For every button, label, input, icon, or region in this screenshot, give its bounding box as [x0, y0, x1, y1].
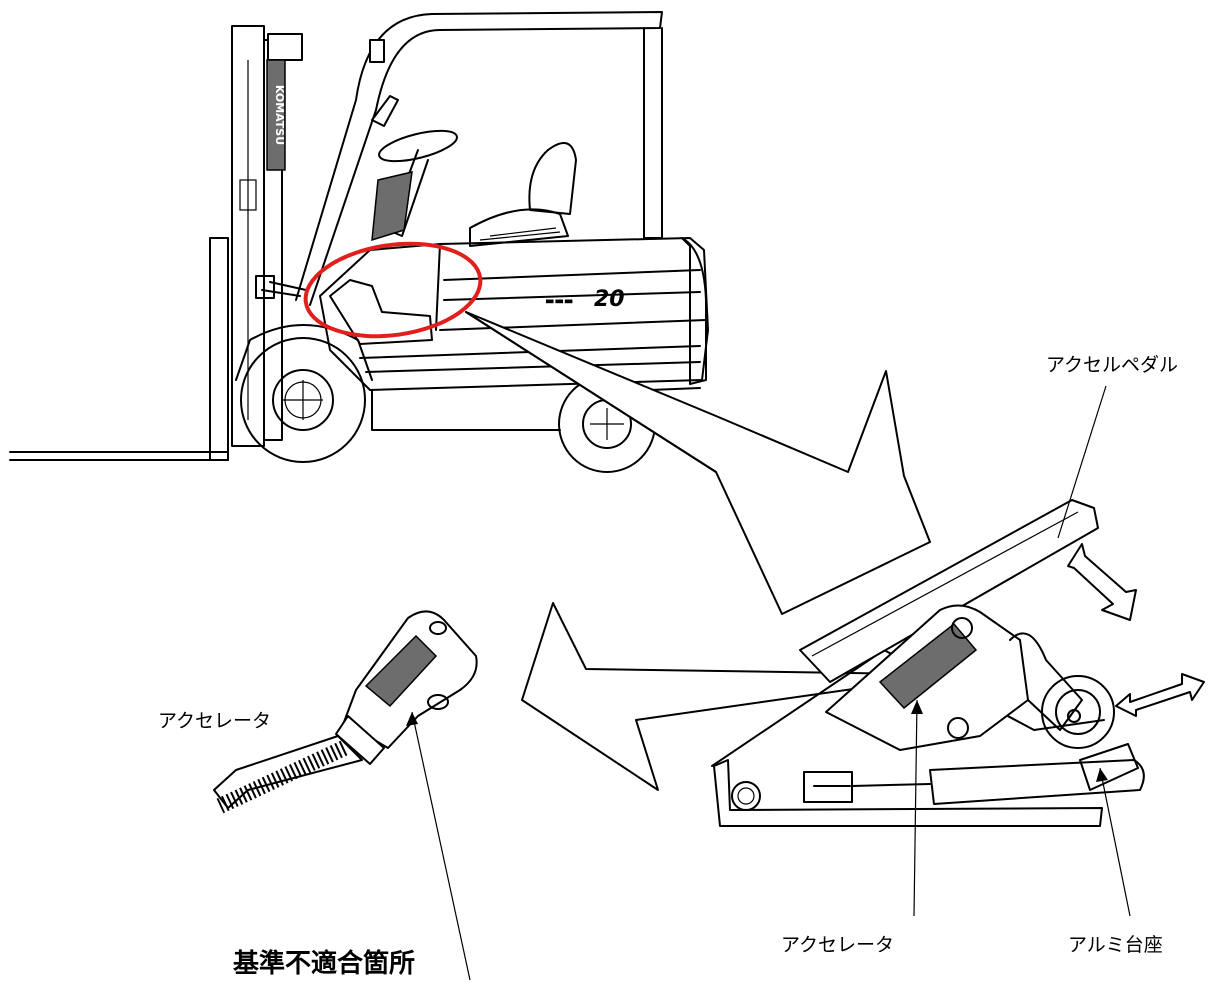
pedal-stop-block	[1079, 743, 1139, 791]
footwell	[329, 279, 433, 345]
fork-carriage	[209, 237, 229, 461]
light-lamp	[369, 39, 385, 63]
mast-brand-plate: KOMATSU	[266, 59, 286, 171]
forklift-illustration: KOMATSU ▬▬▬ 20	[9, 11, 709, 473]
leader-accel-right	[913, 699, 918, 917]
leader-arrowhead-nonconforming	[406, 712, 418, 726]
connector-wires	[851, 783, 931, 787]
double-arrow-roller	[1115, 673, 1205, 717]
mast-top-block	[267, 33, 303, 61]
counterweight	[681, 237, 707, 385]
leader-accel-pedal	[1057, 385, 1107, 539]
chassis-line	[371, 387, 701, 431]
sensor-screw-top	[951, 617, 973, 639]
body-panel-lines	[435, 243, 707, 331]
grab-handle	[371, 95, 399, 127]
pedal-roller-outer	[1041, 675, 1115, 749]
mast-bracket	[239, 179, 257, 211]
steering-housing	[371, 171, 413, 242]
pedal-roller-axle	[1067, 709, 1081, 723]
label-accel-pedal: アクセルペダル	[1046, 354, 1179, 376]
pedal-cable-sleeve	[929, 759, 1145, 805]
tilt-cylinder	[261, 281, 307, 297]
leader-arrowhead-accel-right	[911, 700, 923, 714]
accelerator-hole-bottom	[427, 694, 449, 710]
seat-lines	[479, 227, 561, 241]
front-wheel	[235, 324, 373, 463]
callout-line-upper	[465, 311, 717, 473]
seat-cushion	[469, 208, 569, 247]
leader-arrowhead-aluminum-base	[1096, 768, 1108, 782]
sensor-screw-bottom	[947, 717, 969, 739]
aluminum-base-plate	[713, 759, 1103, 827]
pedal-pivot-inner	[737, 787, 755, 805]
leader-nonconforming	[411, 711, 471, 981]
fork-blade	[9, 451, 229, 461]
overhead-guard-rear-post	[643, 27, 663, 239]
mast-brand-text: KOMATSU	[273, 85, 286, 145]
overhead-guard-front	[295, 11, 663, 306]
accelerator-neck	[335, 715, 385, 765]
steering-wheel	[378, 129, 458, 163]
pedal-pivot-bolt	[731, 781, 761, 811]
label-accelerator-left: アクセレータ	[158, 710, 272, 732]
accelerator-corrugated-tube	[216, 740, 348, 814]
accelerator-label-plate	[364, 634, 438, 708]
label-aluminum-base: アルミ台座	[1068, 934, 1163, 956]
accel-pedal-plate	[799, 499, 1099, 683]
pedal-link-arm	[1009, 632, 1083, 731]
label-accelerator-right: アクセレータ	[781, 934, 895, 956]
model-number: 20	[594, 287, 625, 312]
pedal-edge-line	[811, 511, 1079, 657]
accelerator-sensor-part	[213, 610, 478, 814]
sensor-label-plate	[878, 622, 978, 710]
tilt-bracket	[255, 275, 275, 299]
accelerator-hole-top	[429, 621, 447, 635]
pedal-roller-inner	[1055, 689, 1101, 735]
callout-wedge-large	[465, 311, 931, 615]
leader-aluminum-base	[1099, 767, 1131, 917]
double-arrow-pedal	[1067, 543, 1137, 621]
label-nonconforming-part: 基準不適合箇所	[233, 949, 416, 979]
pedal-assembly	[711, 499, 1145, 827]
highlight-ellipse	[303, 241, 483, 339]
seat-back	[528, 141, 577, 215]
model-prefix-mark: ▬▬▬	[545, 296, 573, 307]
